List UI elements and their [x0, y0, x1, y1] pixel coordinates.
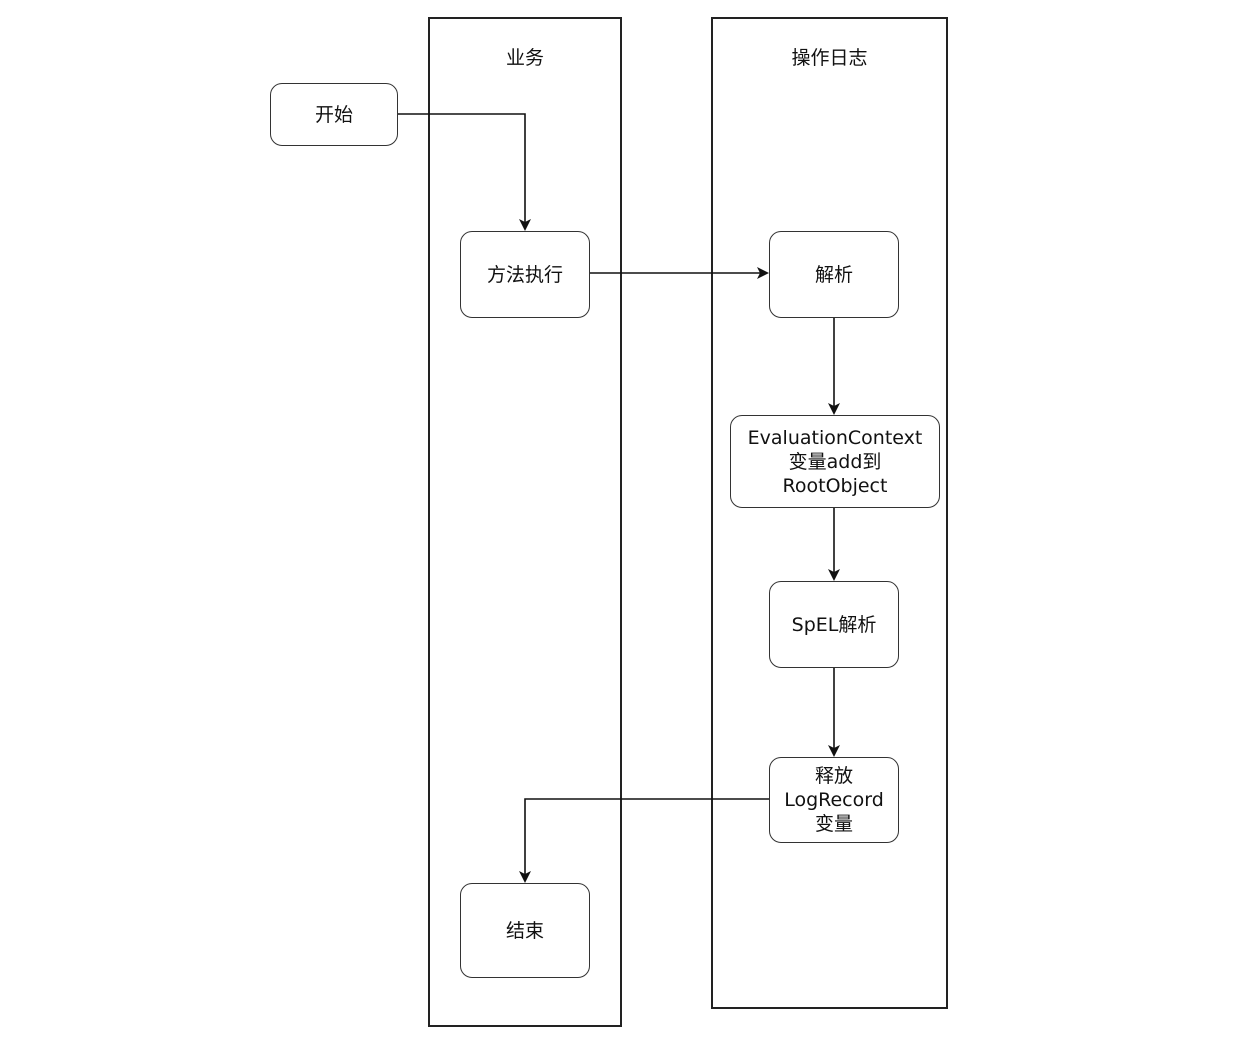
node-start: 开始 [270, 83, 398, 146]
node-parse-label: 解析 [814, 263, 853, 286]
node-start-label: 开始 [314, 103, 353, 126]
node-parse: 解析 [769, 231, 899, 318]
edge-release-to-end [519, 798, 769, 883]
node-release-line-2: LogRecord [784, 789, 884, 811]
node-eval-context: EvaluationContext 变量add到 RootObject [730, 415, 940, 508]
node-eval-context-line-2: 变量add到 [788, 450, 882, 473]
node-release: 释放 LogRecord 变量 [769, 757, 899, 843]
node-method-exec: 方法执行 [460, 231, 590, 318]
node-release-line-1: 释放 [814, 765, 853, 787]
lane-title-oplog: 操作日志 [791, 47, 868, 69]
node-end: 结束 [460, 883, 590, 978]
node-release-line-3: 变量 [814, 813, 853, 835]
node-spel-parse-label: SpEL解析 [791, 613, 877, 636]
edge-start-to-method-exec [398, 113, 531, 231]
node-spel-parse: SpEL解析 [769, 581, 899, 668]
node-eval-context-line-1: EvaluationContext [747, 426, 923, 449]
node-eval-context-line-3: RootObject [782, 474, 888, 497]
node-method-exec-label: 方法执行 [486, 263, 563, 286]
lane-oplog: 操作日志 [711, 17, 948, 1009]
node-end-label: 结束 [505, 919, 544, 942]
lane-title-business: 业务 [505, 47, 544, 69]
